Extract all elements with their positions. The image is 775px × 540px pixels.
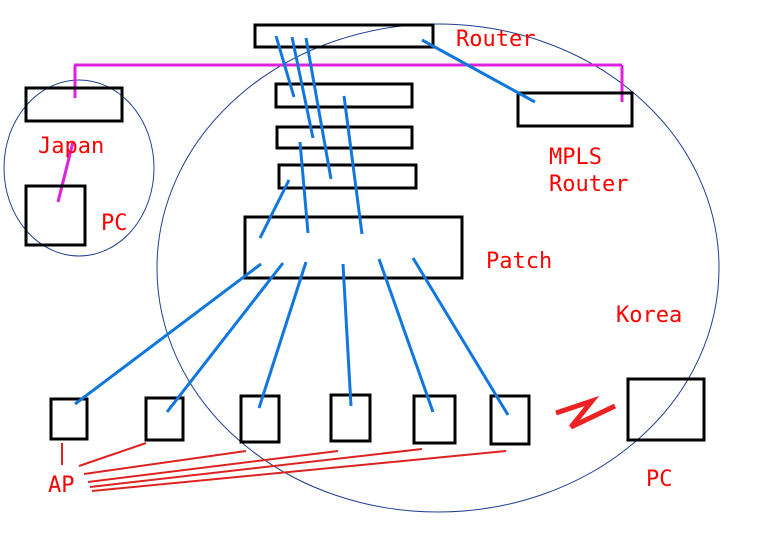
ap-box-2 [144,396,185,442]
patch-to-ap-link-1 [74,262,262,406]
router-to-switch-link-3 [304,37,333,180]
router-box [253,23,435,49]
ap-callout-2 [78,442,147,467]
switch-to-patch-link-1 [258,179,291,239]
router-label: Router [456,27,535,52]
mpls-router-box [516,91,634,128]
ap-callout-3 [83,450,247,475]
switch-to-patch-link-2 [298,141,310,234]
korea-region-outline [156,23,720,513]
ap-callout-5 [89,448,423,488]
patch-to-ap-link-2 [165,262,285,413]
router-to-mpls-link [421,38,536,104]
wan-japan-pc-link [56,141,75,203]
switch-to-patch-link-3 [342,95,364,235]
ap-callout-6 [91,450,507,492]
ap-box-6 [489,394,531,446]
korea-pc-label: PC [646,467,673,492]
wan-links [56,63,624,203]
japan-pc-box [24,184,87,247]
router-to-switch-link-1 [274,35,296,98]
mpls-router-label-line2: Router [549,172,628,197]
ap-label: AP [48,473,75,498]
devices [24,23,706,446]
korea-label: Korea [616,303,682,328]
ap-box-1 [49,397,89,441]
ap-box-3 [239,394,281,444]
patch-to-ap-link-4 [341,263,353,407]
router-to-switch-link-2 [290,36,315,139]
lan-links [74,35,536,416]
japan-region-outline [3,79,155,257]
ap-callout-lines [61,442,507,492]
patch-panel-box [243,215,464,280]
lightning-bolt-icon [555,395,617,430]
patch-to-ap-link-6 [411,257,510,416]
patch-label: Patch [486,249,552,274]
japan-label: Japan [38,134,104,159]
japan-router-box [24,86,124,123]
patch-to-ap-link-5 [377,258,435,413]
patch-to-ap-link-3 [257,261,308,409]
ap-callout-4 [87,450,339,483]
ap-box-5 [412,394,457,445]
mpls-router-label-line1: MPLS [549,145,602,170]
switch-box-3 [277,163,418,190]
korea-pc-box [626,377,706,442]
japan-pc-label: PC [101,211,128,236]
switch-box-2 [275,125,414,150]
